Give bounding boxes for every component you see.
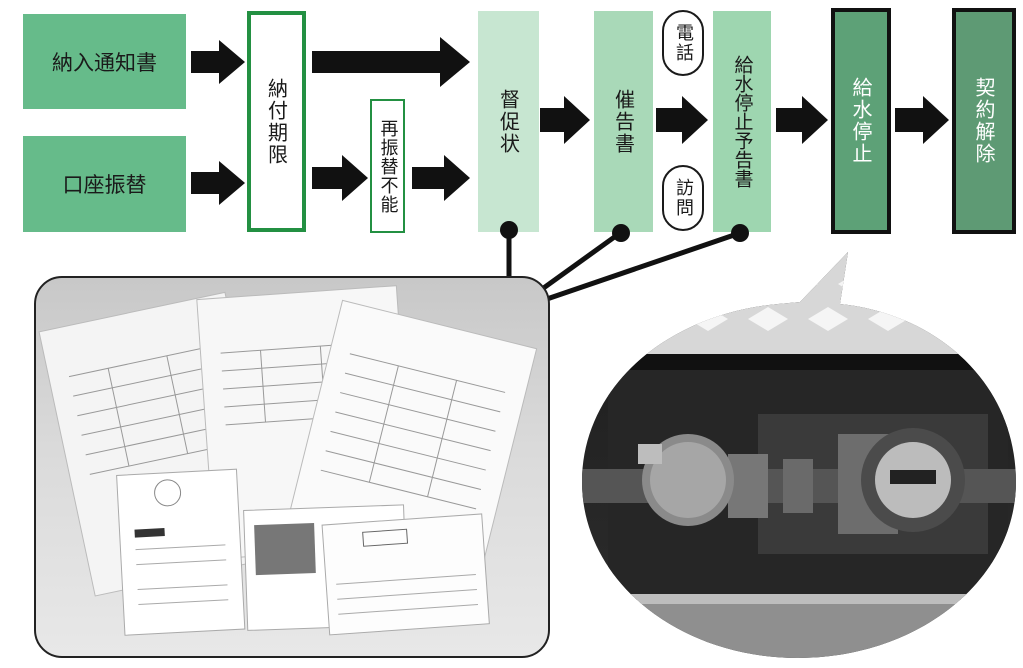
arrow-right-icon [312, 155, 368, 201]
documents-photo [34, 276, 550, 658]
saikokusho-label: 催告書 [611, 88, 636, 155]
kyuusui-teishi-yokokusho-label: 給水停止予告書 [731, 55, 754, 188]
kyuusui-teishi-label: 給水停止 [849, 77, 873, 165]
sai-furikae-funou-box: 再振替不能 [370, 99, 405, 233]
arrow-right-icon [312, 37, 470, 87]
nouki-kigen-box: 納付期限 [247, 11, 306, 232]
tokusokujou-label: 督促状 [496, 88, 521, 155]
documents-illustration [38, 285, 538, 636]
nouki-kigen-label: 納付期限 [264, 77, 289, 166]
houmon-oval: 訪問 [662, 165, 704, 231]
keiyaku-kaijo-box: 契約解除 [952, 8, 1016, 234]
nounyuu-tsuuchisho-label: 納入通知書 [52, 50, 157, 75]
arrow-right-icon [191, 40, 245, 84]
arrow-right-icon [656, 96, 708, 144]
keiyaku-kaijo-label: 契約解除 [972, 77, 996, 165]
tokusokujou-box: 督促状 [478, 11, 539, 232]
nounyuu-tsuuchisho-box: 納入通知書 [23, 14, 186, 109]
arrow-right-icon [191, 161, 245, 205]
arrow-right-icon [412, 155, 470, 201]
kyuusui-teishi-yokokusho-box: 給水停止予告書 [713, 11, 771, 232]
arrow-right-icon [895, 96, 949, 144]
arrow-right-icon [540, 96, 590, 144]
denwa-label: 電話 [673, 23, 694, 63]
kouza-furikae-box: 口座振替 [23, 136, 186, 232]
saikokusho-box: 催告書 [594, 11, 653, 232]
houmon-label: 訪問 [673, 178, 694, 218]
arrow-right-icon [776, 96, 828, 144]
sai-furikae-funou-label: 再振替不能 [377, 118, 399, 214]
meter-photo [582, 252, 1016, 658]
kyuusui-teishi-box: 給水停止 [831, 8, 891, 234]
kouza-furikae-label: 口座振替 [62, 173, 147, 197]
denwa-oval: 電話 [662, 10, 704, 76]
